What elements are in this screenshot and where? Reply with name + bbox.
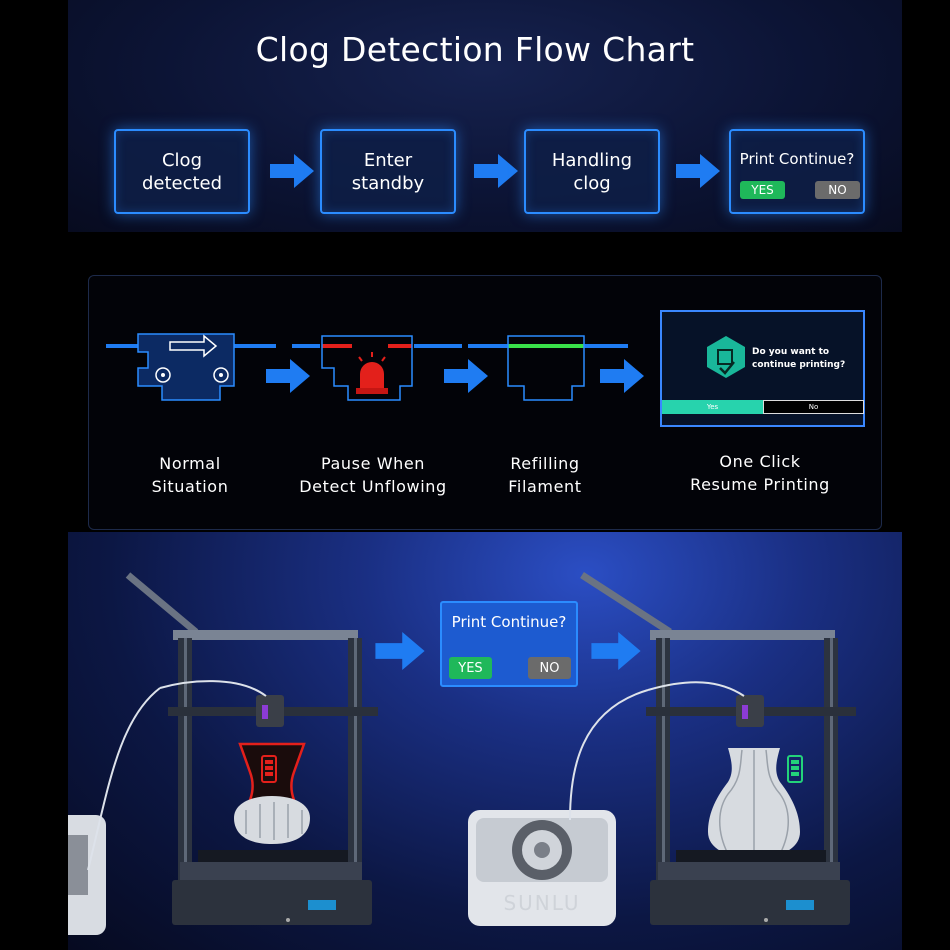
popup-question: Print Continue?: [451, 613, 567, 631]
scene-arrow-1: [375, 632, 425, 670]
resume-message: Do you want to continue printing?: [752, 347, 846, 370]
normal-situation-icon: [106, 333, 276, 401]
flow-arrow-1: [270, 154, 314, 188]
print-continue-question: Print Continue?: [739, 150, 855, 168]
caption-resume: One Click Resume Printing: [690, 452, 830, 494]
no-button[interactable]: NO: [815, 181, 860, 199]
dryer-brand-logo: SUNLU: [503, 891, 580, 915]
popup-yes-button[interactable]: YES: [449, 657, 492, 679]
stage-arrow-3: [600, 359, 644, 393]
caption-pause: Pause When Detect Unflowing: [299, 454, 447, 496]
refilling-filament-icon: [468, 335, 628, 401]
printer-resumed: SUNLU: [468, 572, 856, 926]
cube-icon: [707, 336, 745, 378]
screen-yes-button[interactable]: Yes: [662, 400, 763, 414]
caption-refilling: Refilling Filament: [508, 454, 582, 496]
flow-arrow-3: [676, 154, 720, 188]
stage-arrow-2: [444, 359, 488, 393]
scene-arrow-2: [591, 632, 641, 670]
stage-arrow-1: [266, 359, 310, 393]
printer-paused: [68, 572, 378, 935]
flow-step-print-continue: Print Continue? YES NO: [729, 129, 865, 214]
flow-step-handling-clog: Handling clog: [524, 129, 660, 214]
flow-step-clog-detected: Clog detected: [114, 129, 250, 214]
pause-alarm-icon: [292, 335, 462, 401]
caption-normal: Normal Situation: [151, 454, 229, 496]
yes-button[interactable]: YES: [740, 181, 785, 199]
resume-screen: Do you want to continue printing? Yes No: [660, 310, 865, 427]
flow-step-enter-standby: Enter standby: [320, 129, 456, 214]
page-title: Clog Detection Flow Chart: [255, 30, 695, 69]
flow-arrow-2: [474, 154, 518, 188]
popup-no-button[interactable]: NO: [528, 657, 571, 679]
print-continue-popup: Print Continue? YES NO: [440, 601, 578, 687]
screen-no-button[interactable]: No: [763, 400, 864, 414]
